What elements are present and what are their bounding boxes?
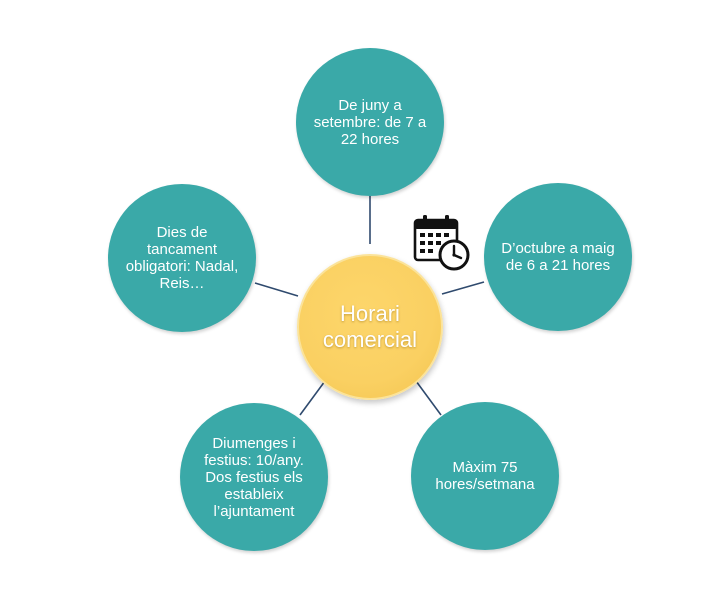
node-summer-hours: De juny a setembre: de 7 a 22 hores: [296, 48, 444, 196]
node-winter-hours: D’octubre a maig de 6 a 21 hores: [484, 183, 632, 331]
connector-bottom-left: [299, 380, 326, 416]
node-sundays-holidays: Diumenges i festius: 10/any. Dos festius…: [180, 403, 328, 551]
center-node-label: Horari comercial: [322, 301, 418, 352]
node-mandatory-closing-label: Dies de tancament obligatori: Nadal, Rei…: [125, 224, 239, 292]
node-mandatory-closing: Dies de tancament obligatori: Nadal, Rei…: [108, 184, 256, 332]
connector-bottom-right: [415, 380, 442, 416]
node-summer-hours-label: De juny a setembre: de 7 a 22 hores: [313, 96, 427, 148]
node-winter-hours-label: D’octubre a maig de 6 a 21 hores: [501, 240, 615, 274]
center-node: Horari comercial: [297, 254, 443, 400]
node-max-weekly-hours: Màxim 75 hores/setmana: [411, 402, 559, 550]
connector-left: [254, 282, 299, 297]
node-sundays-holidays-label: Diumenges i festius: 10/any. Dos festius…: [204, 434, 304, 520]
connector-right: [441, 281, 485, 295]
node-max-weekly-hours-label: Màxim 75 hores/setmana: [435, 459, 535, 493]
calendar-clock-icon: [413, 215, 470, 271]
